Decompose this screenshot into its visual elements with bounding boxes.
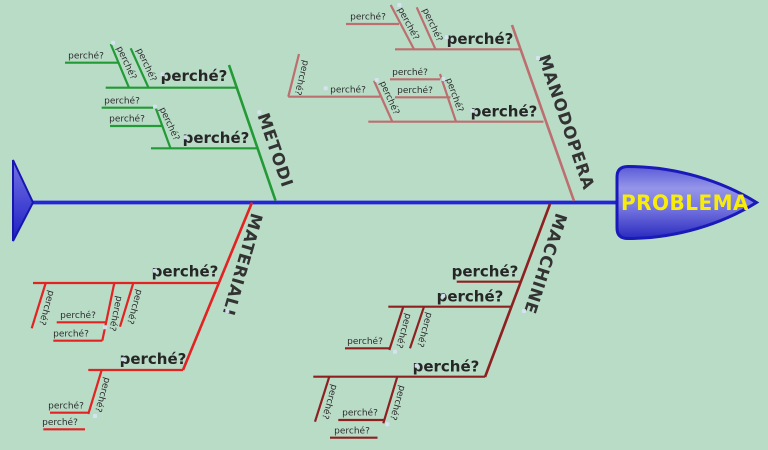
junction-dot <box>225 309 230 313</box>
why-label-big: perché? <box>452 263 519 281</box>
branch-macchine-lines <box>313 203 552 439</box>
why-label: perché? <box>68 50 104 61</box>
branch-metodi-lines <box>65 43 277 201</box>
why-label: perché? <box>48 400 84 411</box>
twig-line <box>372 80 394 123</box>
twig-line <box>153 105 172 149</box>
fish-tail <box>12 159 35 242</box>
why-label: perché? <box>60 310 96 321</box>
why-label: perché? <box>347 336 383 347</box>
spine-group: PROBLEMA <box>12 159 760 242</box>
twig-line <box>388 306 405 351</box>
twig-line <box>129 47 150 89</box>
twig-line <box>118 282 135 328</box>
why-label: perché? <box>104 95 140 106</box>
twig-line <box>87 369 103 415</box>
why-label: perché? <box>342 408 378 419</box>
fish-head <box>615 164 760 241</box>
junction-dot <box>444 35 449 40</box>
why-label-big: perché? <box>120 350 187 368</box>
junction-dot <box>323 86 328 91</box>
twig-line <box>408 306 426 349</box>
why-label: perché? <box>330 84 366 95</box>
junction-dot <box>522 309 526 313</box>
junction-dot <box>385 422 390 427</box>
junction-dot <box>183 135 188 140</box>
why-label: perché? <box>397 85 433 96</box>
why-label-big: perché? <box>447 30 514 48</box>
branch-line <box>510 24 576 202</box>
junction-dot <box>153 104 157 109</box>
why-label: perché? <box>109 114 145 125</box>
why-label-big: perché? <box>413 358 480 376</box>
branch-materiali-lines <box>30 202 254 431</box>
why-label: perché? <box>334 425 370 436</box>
twig-line <box>389 4 415 50</box>
junction-dot <box>93 414 97 418</box>
junction-dot <box>374 78 379 82</box>
problem-label: PROBLEMA <box>621 191 749 216</box>
junction-dot <box>441 77 446 81</box>
junction-dot <box>393 349 397 354</box>
why-label: perché? <box>392 67 428 78</box>
junction-dot <box>103 325 107 330</box>
twig-line <box>438 73 458 123</box>
why-label-big: perché? <box>152 263 219 281</box>
branch-manodopera-lines <box>287 4 576 202</box>
junction-dot <box>121 357 125 362</box>
branch-metodi: METODI perché? perché? perché? perché? p… <box>65 43 297 201</box>
junction-dot <box>257 110 262 115</box>
twig-line <box>287 53 301 97</box>
junction-dot <box>536 56 540 60</box>
why-label: perché? <box>350 12 386 23</box>
why-label: perché? <box>42 417 78 428</box>
junction-dot <box>160 72 165 77</box>
why-label-big: perché? <box>437 288 504 306</box>
twig-line <box>313 376 331 423</box>
junction-dot <box>111 40 115 45</box>
why-label-big: perché? <box>183 129 250 147</box>
junction-dot <box>153 268 157 273</box>
twig-line <box>101 282 116 341</box>
branch-line <box>483 203 552 378</box>
twig-line <box>30 282 47 329</box>
why-label-big: perché? <box>161 67 228 85</box>
junction-dot <box>414 363 419 368</box>
junction-dot <box>470 108 475 113</box>
junction-dot <box>397 3 402 7</box>
twig-line <box>109 43 131 89</box>
twig-line <box>382 376 399 424</box>
junction-dots <box>93 3 540 427</box>
why-label: perché? <box>53 328 89 339</box>
why-label-big: perché? <box>471 103 538 121</box>
junction-dot <box>441 293 446 298</box>
branch-line <box>181 202 254 371</box>
twig-line <box>415 6 437 50</box>
